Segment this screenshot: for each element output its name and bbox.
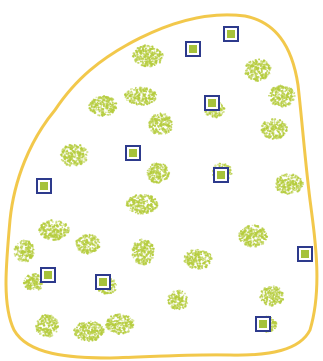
cluster-c11 <box>126 194 159 215</box>
cluster-c15 <box>132 238 155 265</box>
cluster-c6 <box>148 112 172 135</box>
marker-m4 <box>126 146 140 160</box>
cluster-c23 <box>105 313 134 335</box>
cluster-c3 <box>88 95 117 117</box>
marker-m6 <box>37 179 51 193</box>
cluster-c20 <box>259 285 284 307</box>
marker-layer <box>37 27 312 331</box>
cluster-c14 <box>238 224 268 247</box>
cluster-c7 <box>260 118 287 140</box>
cluster-c5 <box>268 84 296 108</box>
cluster-c16 <box>14 240 35 263</box>
marker-m5 <box>214 168 228 182</box>
cluster-c17 <box>184 249 213 270</box>
cluster-c8 <box>60 144 89 167</box>
cluster-c10 <box>275 173 304 195</box>
cluster-c21 <box>35 314 59 338</box>
region-boundary <box>6 15 317 358</box>
cluster-layer <box>14 44 304 342</box>
cluster-c19 <box>167 289 188 310</box>
marker-m7 <box>298 247 312 261</box>
marker-m1 <box>224 27 238 41</box>
marker-m10 <box>256 317 270 331</box>
marker-m2 <box>186 42 200 56</box>
cluster-c1 <box>132 44 164 67</box>
cluster-c13 <box>75 234 100 255</box>
cluster-c4 <box>124 87 157 106</box>
cluster-c2 <box>244 58 271 82</box>
marker-m9 <box>96 275 110 289</box>
cluster-c9 <box>147 163 171 184</box>
cluster-c12 <box>38 219 70 241</box>
marker-m8 <box>41 268 55 282</box>
marker-m3 <box>205 96 219 110</box>
cluster-c22 <box>73 321 105 343</box>
